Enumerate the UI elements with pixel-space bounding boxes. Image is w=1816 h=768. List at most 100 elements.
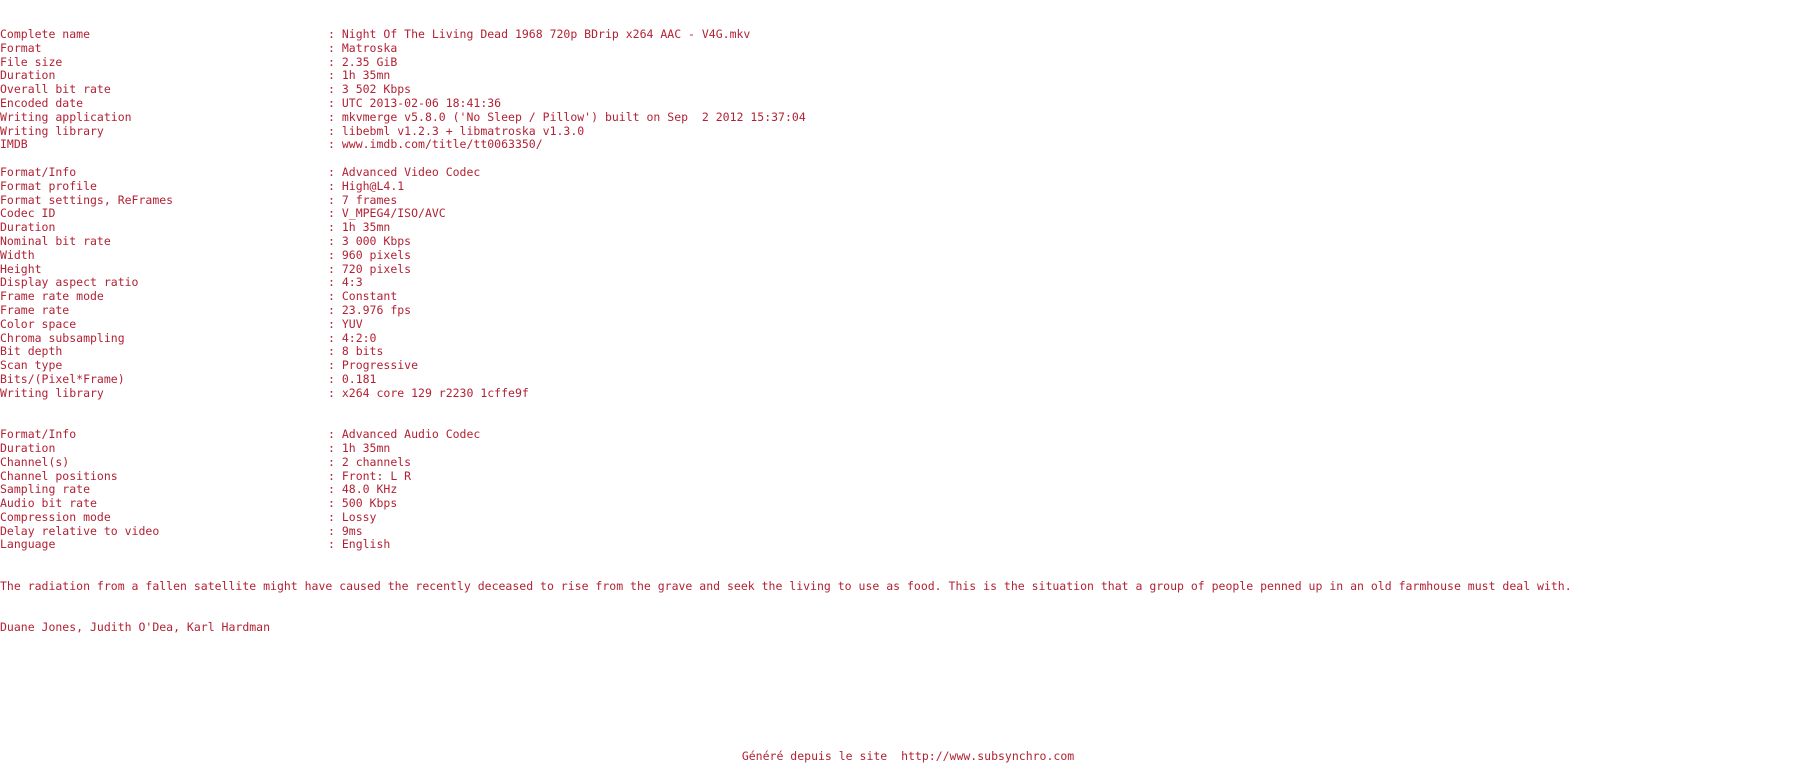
info-row: Duration: 1h 35mn: [0, 220, 1816, 235]
info-value: 8 bits: [341, 344, 384, 359]
info-row: Width: 960 pixels: [0, 248, 1816, 263]
info-row: Frame rate: 23.976 fps: [0, 302, 1816, 318]
info-row: Format/Info: Advanced Video Codec: [0, 164, 1816, 180]
info-value: Front: L R: [341, 468, 412, 483]
audio-section: Format/Info: Advanced Audio Codec Durati…: [0, 427, 1816, 552]
info-row: Format profile: High@L4.1: [0, 178, 1816, 194]
info-row: Codec ID: V_MPEG4/ISO/AVC: [0, 207, 1816, 221]
info-separator: :: [328, 27, 342, 41]
info-value: 500 Kbps: [341, 496, 398, 511]
synopsis-text: The radiation from a fallen satellite mi…: [0, 578, 1572, 593]
info-value: 4:3: [341, 275, 363, 290]
info-separator: :: [328, 523, 342, 538]
info-value: 1h 35mn: [341, 220, 391, 235]
info-value: Advanced Video Codec: [341, 164, 481, 179]
info-value: Night Of The Living Dead 1968 720p BDrip…: [341, 27, 751, 41]
info-key: Sampling rate: [0, 483, 91, 497]
info-value: UTC 2013-02-06 18:41:36: [341, 95, 502, 110]
info-value: Lossy: [341, 509, 377, 524]
info-row: Bits/(Pixel*Frame): 0.181: [0, 371, 1816, 387]
info-value: x264 core 129 r2230 1cffe9f: [341, 385, 529, 400]
info-row: IMDB: www.imdb.com/title/tt0063350/: [0, 138, 1816, 152]
info-row: Duration: 1h 35mn: [0, 440, 1816, 456]
info-value: www.imdb.com/title/tt0063350/: [341, 137, 543, 152]
info-row: Height: 720 pixels: [0, 261, 1816, 277]
info-row: Compression mode: Lossy: [0, 509, 1816, 525]
info-separator: :: [328, 68, 342, 83]
info-key: Overall bit rate: [0, 83, 111, 97]
info-row: Scan type: Progressive: [0, 358, 1816, 373]
info-key: Format/Info: [0, 428, 77, 442]
video-section: Format/Info: Advanced Video Codec Format…: [0, 164, 1816, 401]
info-row: Writing application: mkvmerge v5.8.0 ('N…: [0, 109, 1816, 125]
info-key: Color space: [0, 317, 77, 331]
info-row: Bit depth: 8 bits: [0, 345, 1816, 359]
info-value: libebml v1.2.3 + libmatroska v1.3.0: [341, 123, 585, 138]
info-separator: :: [328, 40, 342, 55]
info-value: 0.181: [341, 371, 377, 386]
info-key: Format: [0, 41, 42, 55]
info-separator: :: [328, 109, 342, 124]
info-row: Format: Matroska: [0, 40, 1816, 56]
info-value: Matroska: [341, 40, 398, 55]
info-key: Writing library: [0, 386, 104, 400]
info-separator: :: [328, 482, 342, 497]
info-separator: :: [328, 261, 342, 276]
info-separator: :: [328, 371, 342, 386]
info-key: Complete name: [0, 28, 91, 41]
info-key: Writing library: [0, 124, 104, 138]
info-value: 3 000 Kbps: [341, 233, 412, 248]
info-separator: :: [328, 192, 342, 207]
info-value: 7 frames: [341, 192, 398, 207]
info-value: Progressive: [341, 358, 419, 373]
info-separator: :: [328, 95, 342, 110]
info-separator: :: [328, 316, 342, 331]
info-row: Channel positions: Front: L R: [0, 468, 1816, 484]
info-value: mkvmerge v5.8.0 ('No Sleep / Pillow') bu…: [341, 109, 806, 124]
info-key: Audio bit rate: [0, 497, 97, 511]
info-key: Height: [0, 262, 42, 276]
info-row: File size: 2.35 GiB: [0, 54, 1816, 70]
info-separator: :: [328, 440, 342, 455]
info-key: Width: [0, 248, 35, 262]
spacer: [0, 552, 1816, 580]
info-key: Chroma subsampling: [0, 331, 125, 345]
info-key: Delay relative to video: [0, 524, 160, 538]
info-value: 48.0 KHz: [341, 482, 398, 497]
info-key: Channel positions: [0, 469, 118, 483]
info-value: Constant: [341, 289, 398, 304]
info-key: Channel(s): [0, 455, 70, 469]
info-value: 2 channels: [341, 454, 412, 469]
info-key: Duration: [0, 441, 56, 455]
info-separator: :: [328, 233, 342, 248]
info-row: Channel(s): 2 channels: [0, 454, 1816, 470]
info-row: Writing library: x264 core 129 r2230 1cf…: [0, 385, 1816, 401]
info-key: Frame rate: [0, 303, 70, 317]
info-separator: :: [328, 123, 342, 138]
info-key: Codec ID: [0, 207, 56, 221]
info-row: Sampling rate: 48.0 KHz: [0, 482, 1816, 497]
cast-list: Duane Jones, Judith O'Dea, Karl Hardman: [0, 620, 271, 635]
info-separator: :: [328, 54, 342, 69]
info-separator: :: [328, 289, 342, 304]
info-separator: :: [328, 385, 342, 400]
info-key: Duration: [0, 69, 56, 83]
info-key: Language: [0, 538, 56, 552]
info-row: Writing library: libebml v1.2.3 + libmat…: [0, 123, 1816, 139]
info-row: Complete name: Night Of The Living Dead …: [0, 27, 1816, 42]
info-row: Encoded date: UTC 2013-02-06 18:41:36: [0, 95, 1816, 111]
info-row: Nominal bit rate: 3 000 Kbps: [0, 233, 1816, 249]
info-key: Format profile: [0, 179, 97, 193]
info-row: Duration: 1h 35mn: [0, 69, 1816, 83]
info-value: English: [341, 537, 391, 552]
info-row: Frame rate mode: Constant: [0, 289, 1816, 304]
info-key: Compression mode: [0, 510, 111, 524]
info-separator: :: [328, 178, 342, 193]
info-separator: :: [328, 468, 342, 483]
info-row: Color space: YUV: [0, 316, 1816, 332]
spacer: [0, 401, 1816, 429]
info-separator: :: [328, 358, 342, 373]
info-value: 1h 35mn: [341, 440, 391, 455]
info-separator: :: [328, 302, 342, 317]
info-value: 720 pixels: [341, 261, 412, 276]
